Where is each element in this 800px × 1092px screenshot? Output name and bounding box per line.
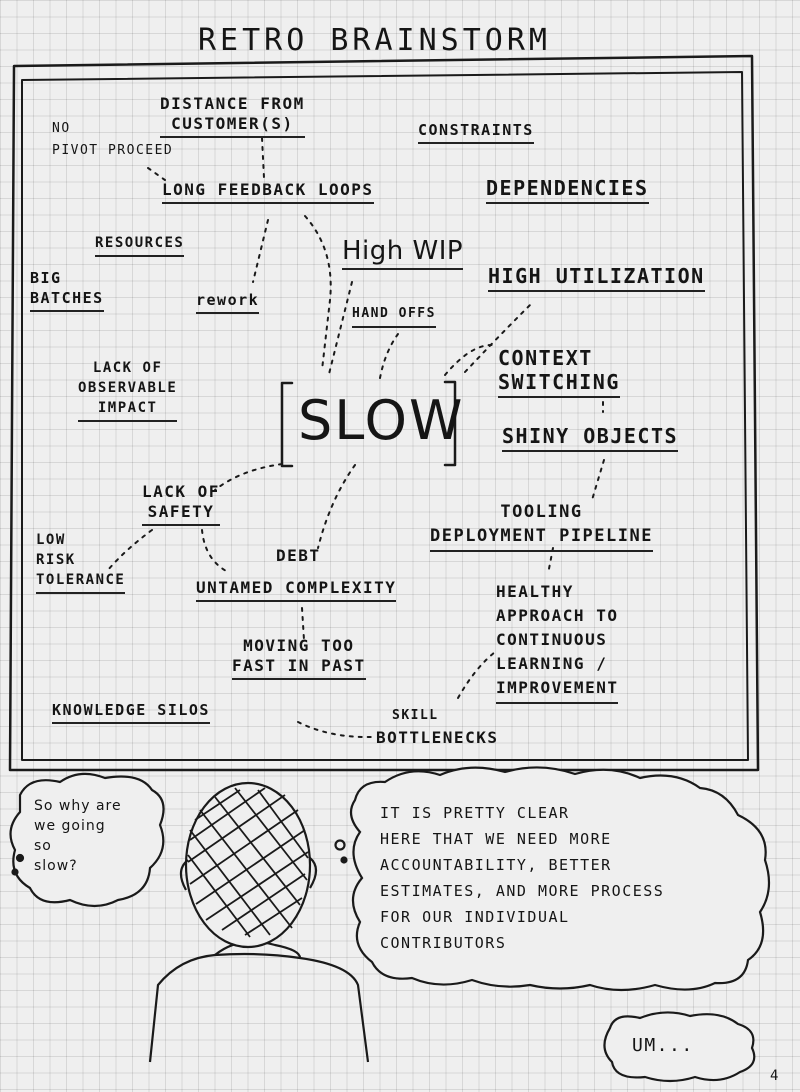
label-dependencies: Dependencies xyxy=(486,176,649,204)
center-slow: SLOW xyxy=(298,389,465,452)
label-moving-too-fast-in-past: Moving too fast in past xyxy=(232,636,366,680)
page-title: Retro Brainstorm xyxy=(198,23,551,58)
thought-bubble-right xyxy=(349,766,771,992)
label-high-utilization: High utilization xyxy=(488,264,705,292)
label-constraints: Constraints xyxy=(418,120,534,144)
label-bottlenecks: Bottlenecks xyxy=(376,728,499,747)
label-skill: skill xyxy=(392,708,439,723)
thought-bubble-left xyxy=(9,772,165,908)
label-long-feedback-loops: Long feedback loops xyxy=(162,180,374,204)
label-no-pivot-proceed: No pivot proceed xyxy=(52,121,174,158)
thought-text-right: It is pretty clear here that we need mor… xyxy=(380,804,665,952)
person-figure xyxy=(148,781,370,1063)
label-lack-of-safety: Lack of safety xyxy=(142,482,220,526)
label-untamed-complexity: untamed complexity xyxy=(196,578,397,602)
label-tooling-deployment-pipeline: Tooling deployment pipeline xyxy=(430,500,653,552)
label-lack-of-observable-impact: Lack of observable impact xyxy=(78,358,178,422)
label-big-batches: Big batches xyxy=(30,268,104,312)
outer-frame xyxy=(8,54,760,772)
label-shiny-objects: Shiny objects xyxy=(502,424,679,452)
hair-hatching xyxy=(187,787,309,938)
label-high-wip: High WIP xyxy=(342,236,464,270)
label-resources: Resources xyxy=(95,233,185,257)
label-debt: Debt xyxy=(276,546,321,565)
label-healthy-approach-continuous-learning: Healthy approach to continuous learning … xyxy=(496,580,619,704)
label-distance-from-customers: Distance from customer(s) xyxy=(160,94,305,138)
label-knowledge-silos: Knowledge silos xyxy=(52,700,210,724)
label-hand-offs: hand offs xyxy=(352,304,436,328)
label-low-risk-tolerance: Low risk tolerance xyxy=(36,530,126,594)
label-context-switching: Context switching xyxy=(498,346,620,398)
thought-text-left: So why are we going so slow? xyxy=(34,798,122,874)
page-number: 4 xyxy=(770,1068,780,1084)
reply-text: Um... xyxy=(632,1035,694,1056)
label-rework: rework xyxy=(196,290,260,314)
reply-bubble xyxy=(603,1011,756,1083)
inner-frame xyxy=(21,71,749,761)
